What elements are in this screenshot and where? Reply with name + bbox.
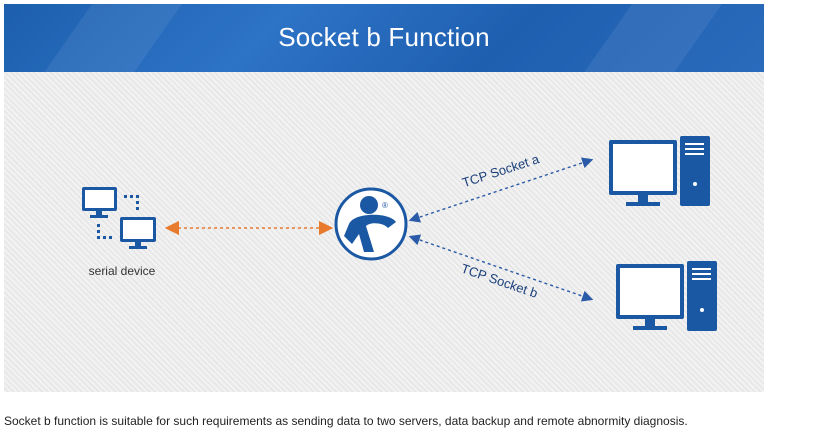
socket-a-label: TCP Socket a bbox=[460, 151, 541, 190]
registered-mark: ® bbox=[382, 201, 388, 210]
socket-a-arrow bbox=[408, 157, 594, 223]
serial-device-label: serial device bbox=[89, 264, 156, 278]
server-b-icon bbox=[616, 261, 717, 331]
page-title: Socket b Function bbox=[278, 22, 490, 52]
device-logo-icon bbox=[334, 187, 408, 261]
description-text: Socket b function is suitable for such r… bbox=[4, 414, 688, 428]
socket-b-arrow bbox=[408, 234, 594, 302]
serial-device-icon bbox=[82, 187, 156, 249]
title-banner: Socket b Function bbox=[4, 4, 764, 72]
server-a-icon bbox=[609, 136, 710, 206]
socket-diagram: ® TCP Socket a TCP Socket b bbox=[82, 136, 717, 331]
diagram-panel: ® TCP Socket a TCP Socket b bbox=[4, 72, 764, 392]
socket-b-label: TCP Socket b bbox=[459, 261, 539, 301]
